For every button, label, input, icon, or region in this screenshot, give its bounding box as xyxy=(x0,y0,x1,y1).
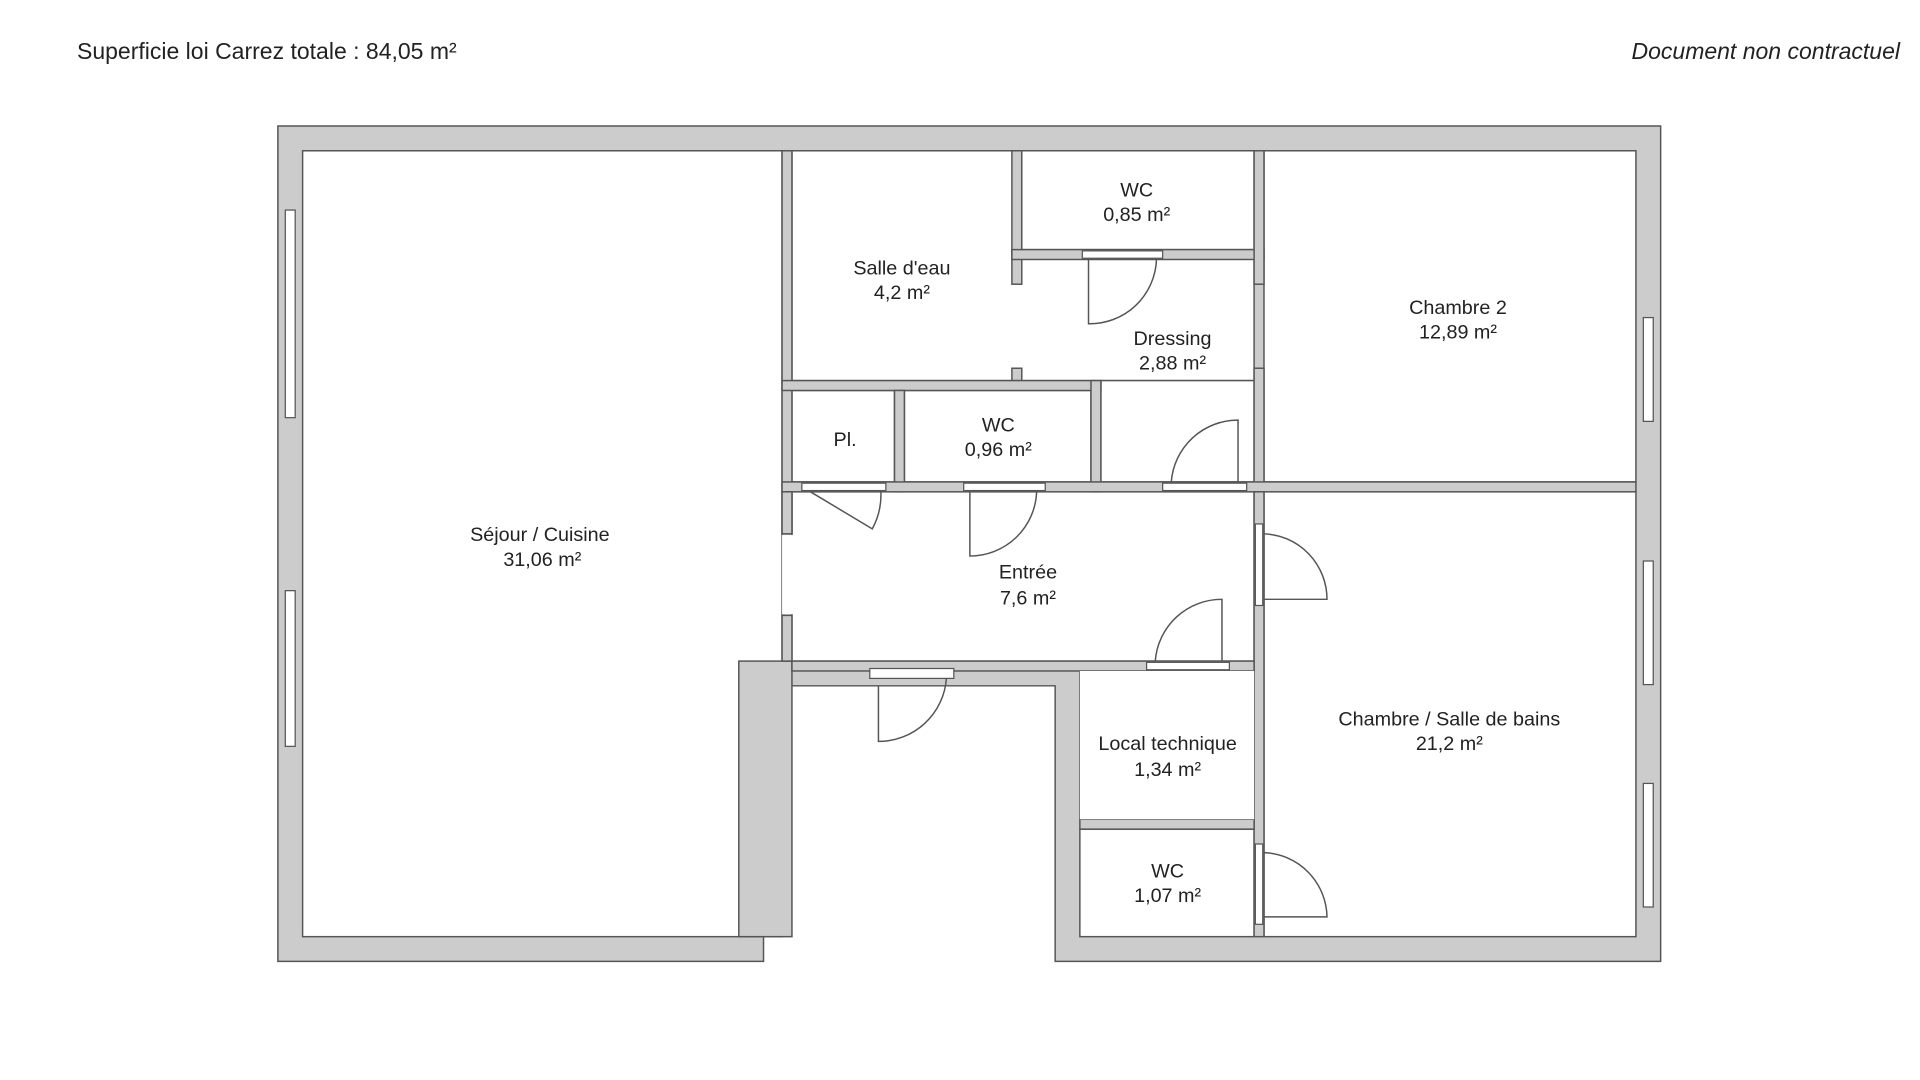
room-area: 0,85 m² xyxy=(1103,204,1170,226)
door-wc-1[interactable] xyxy=(1081,250,1164,325)
total-area-label: Superficie loi Carrez totale : 84,05 m² xyxy=(77,38,457,64)
wall xyxy=(781,150,793,535)
room-dressing-lower xyxy=(1100,379,1255,483)
wall xyxy=(1011,367,1023,382)
wall xyxy=(791,660,1255,672)
wall xyxy=(781,491,793,535)
wall xyxy=(1090,379,1102,493)
room-name: Chambre / Salle de bains xyxy=(1338,708,1560,730)
wall xyxy=(1253,367,1265,493)
room-name: Salle d'eau xyxy=(853,257,950,279)
room-name: Dressing xyxy=(1134,328,1212,350)
room-name: WC xyxy=(982,414,1015,436)
room-area: 12,89 m² xyxy=(1419,322,1497,344)
wall xyxy=(1253,150,1265,285)
room-name: Chambre 2 xyxy=(1409,297,1507,319)
room-area: 2,88 m² xyxy=(1139,352,1206,374)
front-door[interactable] xyxy=(869,667,955,743)
window xyxy=(1642,782,1654,908)
room-area: 0,96 m² xyxy=(965,439,1032,461)
room-area: 4,2 m² xyxy=(874,282,930,304)
window xyxy=(1642,560,1654,686)
room-entree xyxy=(791,491,1255,662)
window xyxy=(1642,316,1654,422)
room-sejour xyxy=(301,150,783,938)
door-local-technique[interactable] xyxy=(1145,598,1231,671)
window xyxy=(284,209,296,419)
room-area: 7,6 m² xyxy=(1000,587,1056,609)
wall xyxy=(781,614,793,662)
window xyxy=(284,590,296,747)
room-area: 21,2 m² xyxy=(1416,733,1483,755)
room-area: 1,34 m² xyxy=(1134,759,1201,781)
door-wc-3[interactable] xyxy=(1254,843,1328,925)
door-dressing[interactable] xyxy=(1162,419,1248,492)
disclaimer: Document non contractuel xyxy=(1631,38,1901,64)
wall xyxy=(1011,150,1023,285)
room-name: WC xyxy=(1120,179,1153,201)
wall xyxy=(1079,818,1255,830)
room-wc-3 xyxy=(1079,828,1255,938)
door-placard[interactable] xyxy=(801,482,887,530)
door-chambre-sdb[interactable] xyxy=(1254,523,1328,607)
room-name: Séjour / Cuisine xyxy=(470,524,610,546)
room-area: 31,06 m² xyxy=(503,549,581,571)
wall xyxy=(893,389,906,493)
room-chambre-2 xyxy=(1263,150,1637,483)
wall xyxy=(781,379,1102,392)
door-wc-2[interactable] xyxy=(963,482,1046,557)
room-name: Local technique xyxy=(1098,733,1236,755)
room-name: Pl. xyxy=(834,429,857,451)
room-name: WC xyxy=(1151,860,1184,882)
room-area: 1,07 m² xyxy=(1134,885,1201,907)
room-name: Entrée xyxy=(999,561,1057,583)
wall-sejour-corner xyxy=(738,660,793,938)
